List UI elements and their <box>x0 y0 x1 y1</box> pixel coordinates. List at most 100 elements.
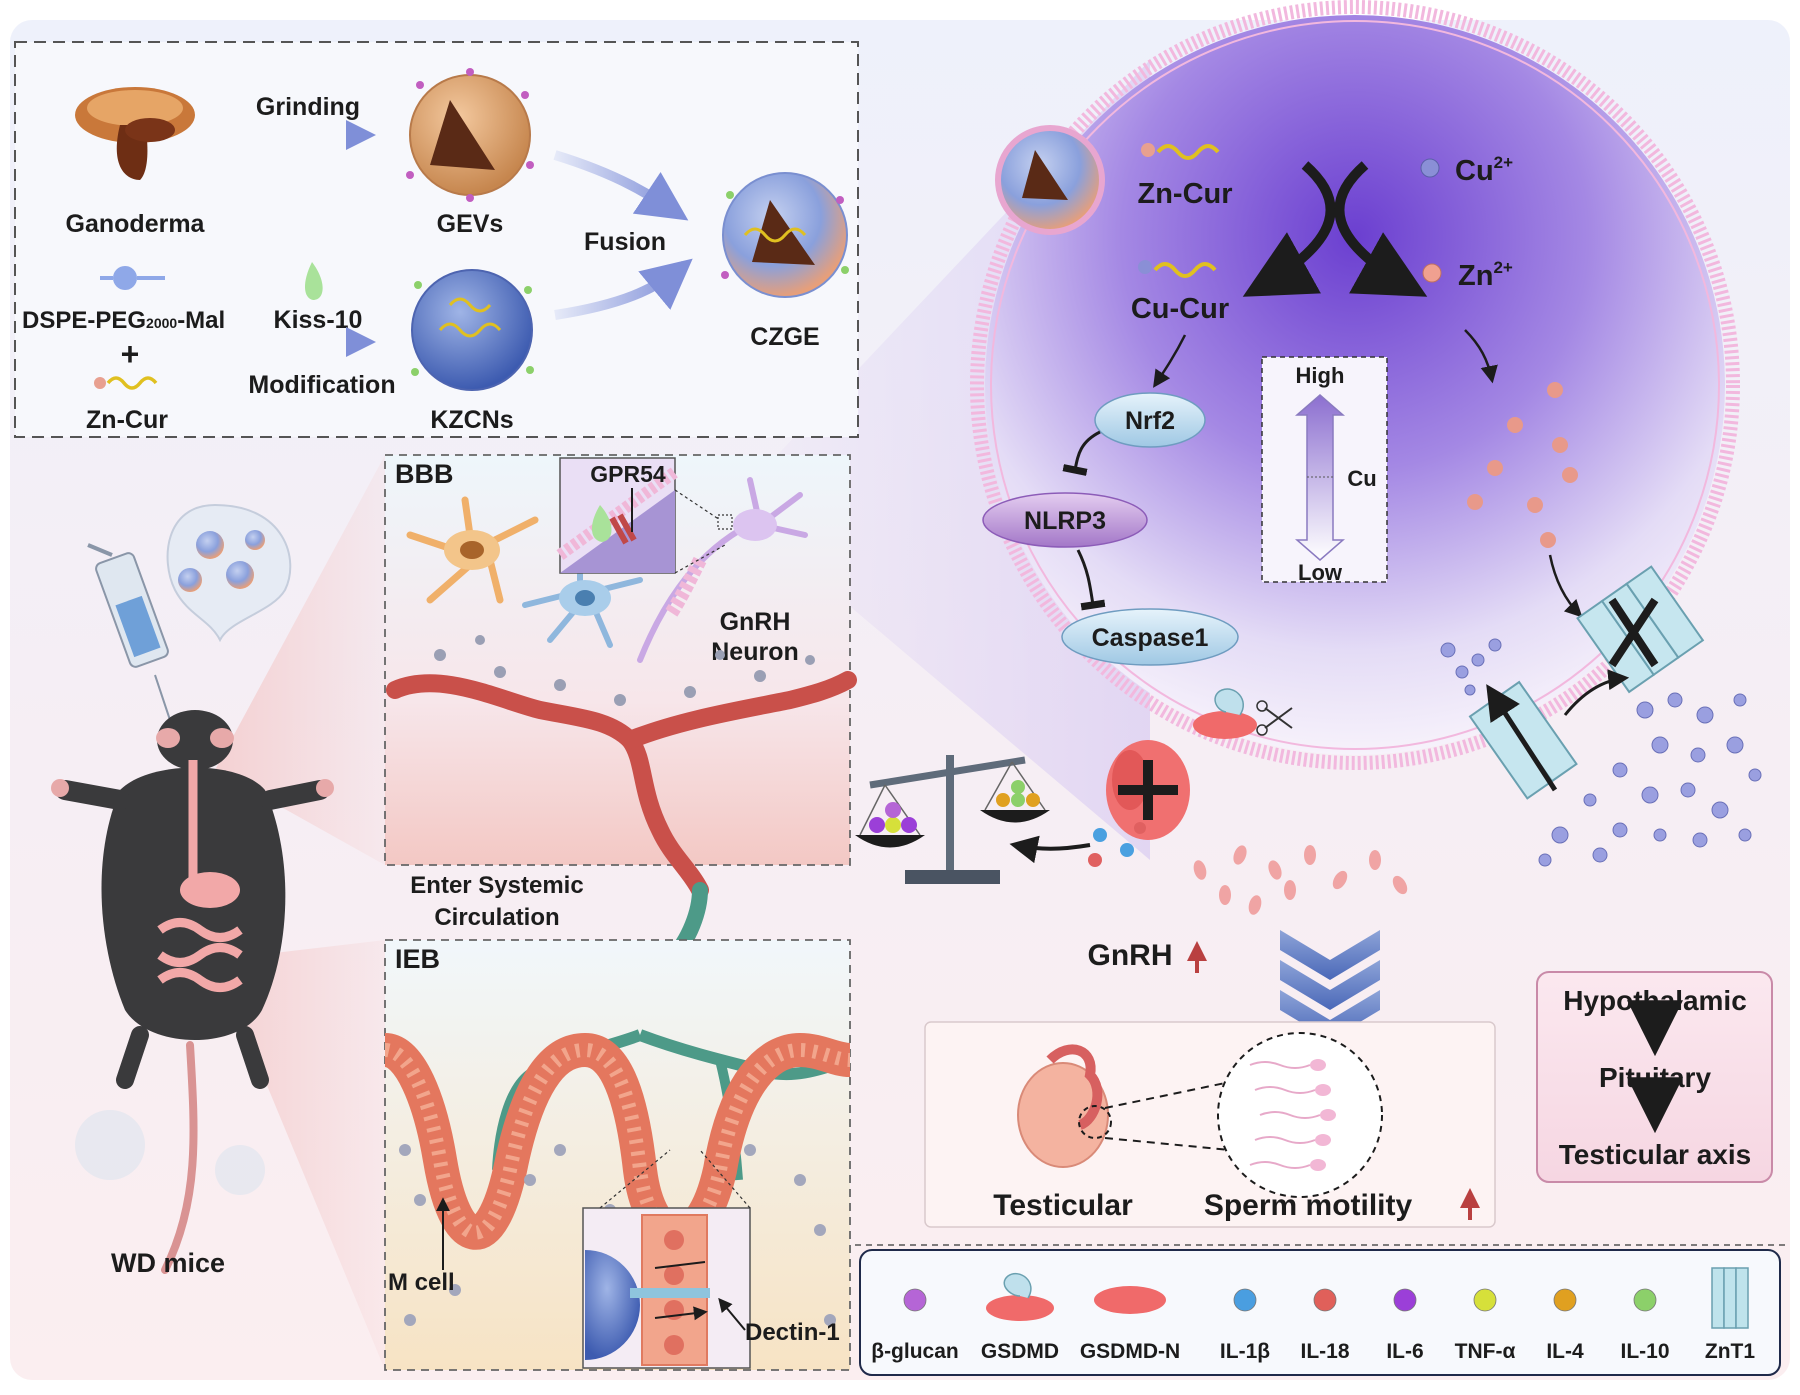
legend-item: IL-10 <box>1620 1288 1670 1363</box>
enter-circulation-label-2: Circulation <box>434 904 559 931</box>
gnrh-neuron-label-2: Neuron <box>711 638 799 666</box>
legend-item: TNF-α <box>1455 1288 1516 1363</box>
nrf2-node <box>1094 392 1206 448</box>
ieb-title: IEB <box>395 944 440 974</box>
ganoderma-icon <box>75 87 195 180</box>
legend-box: β-glucan GSDMD GSDMD-N IL-1β IL-18 IL-6 TNF-α I… <box>859 1249 1781 1376</box>
enter-circulation-label-1: Enter Systemic <box>410 872 583 899</box>
cytokine-balance-scale <box>855 755 1050 884</box>
kzcns-particle <box>411 269 534 391</box>
mouse-label: WD mice <box>111 1248 225 1278</box>
gevs-label: GEVs <box>437 210 504 238</box>
gnrh-neuron-label-1: GnRH <box>720 608 791 636</box>
kiss-label: Kiss-10 <box>274 306 363 334</box>
fusion-arrow-bottom <box>554 258 693 320</box>
caspase1-node <box>1061 608 1239 666</box>
grinding-label: Grinding <box>256 93 360 121</box>
czge-particle <box>721 172 849 298</box>
dectin-label: Dectin-1 <box>745 1319 840 1346</box>
legend-label: GSDMD-N <box>1080 1340 1180 1363</box>
axis-testicular-label: Testicular axis <box>1559 1139 1751 1170</box>
kzcns-label: KZCNs <box>430 406 513 434</box>
axis-hypothalamic-label: Hypothalamic <box>1563 985 1747 1016</box>
synthesis-panel: Ganoderma Grinding GEVs Fusion CZGE <box>14 41 859 438</box>
legend-label: IL-4 <box>1546 1340 1584 1363</box>
mouse-illustration <box>51 503 334 1274</box>
czge-label: CZGE <box>750 323 819 351</box>
dspe-lipid-icon <box>100 266 165 290</box>
il10-icon <box>1633 1288 1657 1312</box>
znt1-icon <box>1711 1267 1749 1329</box>
gevs-particle <box>406 68 534 202</box>
dspe-label: DSPE-PEG2000-Mal <box>22 307 225 334</box>
sperm-motility-label: Sperm motility <box>1204 1189 1413 1222</box>
bbb-zoom-cone <box>215 455 385 865</box>
nlrp3-node <box>982 492 1148 548</box>
gnrh-release-particles <box>1193 845 1408 915</box>
legend-label: IL-18 <box>1300 1340 1349 1363</box>
microglia-cell <box>522 537 643 648</box>
il1b-icon <box>1233 1288 1257 1312</box>
gnrh-neuron-cell <box>637 477 808 663</box>
legend-item: IL-4 <box>1546 1288 1584 1363</box>
nrf2-label: Nrf2 <box>1125 407 1175 435</box>
legend-item: IL-18 <box>1300 1288 1350 1363</box>
fusion-arrow-top <box>553 150 689 221</box>
cell-zn-cur-label: Zn-Cur <box>1137 178 1232 210</box>
il6-icon <box>1393 1288 1417 1312</box>
testicular-label: Testicular <box>993 1189 1133 1222</box>
legend-item: IL-6 <box>1386 1288 1424 1363</box>
legend-label: IL-6 <box>1386 1340 1423 1363</box>
gsdmd-pore <box>1106 740 1190 840</box>
legend-item: IL-1β <box>1220 1288 1270 1363</box>
kiss-peptide-icon <box>304 262 323 300</box>
gsdmd-n-icon <box>1094 1286 1166 1314</box>
gauge-low-label: Low <box>1298 560 1343 585</box>
gauge-high-label: High <box>1296 363 1345 388</box>
legend-item: ZnT1 <box>1705 1267 1755 1363</box>
plus-sign: + <box>121 336 140 372</box>
m-cell-label: M cell <box>388 1269 455 1296</box>
legend-label: IL-10 <box>1620 1340 1669 1363</box>
gpr54-inset <box>556 457 733 574</box>
il18-icon <box>1313 1288 1337 1312</box>
bbb-panel: BBB GnRH Neuron <box>384 454 857 899</box>
cu-cur-label: Cu-Cur <box>1131 293 1229 325</box>
gauge-cu-label: Cu <box>1347 466 1376 491</box>
legend-item: GSDMD-N <box>1080 1286 1180 1363</box>
legend-label: TNF-α <box>1455 1340 1516 1363</box>
legend-label: β-glucan <box>871 1340 959 1363</box>
beta-glucan-icon <box>903 1288 927 1312</box>
fusion-label: Fusion <box>584 228 666 256</box>
testicular-outcome-box: Testicular Sperm motility <box>924 1021 1496 1228</box>
cu-ion-label: Cu2+ <box>1455 153 1513 187</box>
axis-pituitary-label: Pituitary <box>1599 1062 1711 1093</box>
bbb-title: BBB <box>395 459 454 489</box>
legend-label: IL-1β <box>1220 1340 1270 1363</box>
hpt-axis-box: Hypothalamic Pituitary Testicular axis <box>1536 971 1773 1183</box>
gnrh-up-label: GnRH <box>1088 939 1173 972</box>
exchange-arrow-cu <box>1242 161 1336 297</box>
il4-icon <box>1553 1288 1577 1312</box>
caspase1-label: Caspase1 <box>1092 624 1209 652</box>
ieb-panel: IEB M cell Dectin-1 <box>382 939 852 1371</box>
legend-item: GSDMD <box>981 1273 1059 1363</box>
gpr54-label: GPR54 <box>590 461 666 487</box>
gsdmd-icon <box>986 1273 1054 1321</box>
nlrp3-label: NLRP3 <box>1024 507 1106 535</box>
modification-label: Modification <box>248 371 395 399</box>
ganoderma-label: Ganoderma <box>66 210 206 238</box>
astrocyte-cell <box>406 496 539 604</box>
exchange-arrow-zn <box>1334 161 1428 297</box>
syringe-icon <box>87 543 176 736</box>
gsdmd-cleavage <box>1193 688 1293 739</box>
tnfa-icon <box>1473 1288 1497 1312</box>
legend-label: ZnT1 <box>1705 1340 1755 1363</box>
legend-item: β-glucan <box>871 1288 959 1363</box>
dectin-inset <box>582 1149 751 1369</box>
zn-cur-label: Zn-Cur <box>86 406 168 434</box>
zn-ion-label: Zn2+ <box>1458 258 1513 292</box>
target-cell: Zn-Cur Cu2+ Zn2+ Cu-Cur Nrf2 NLRP3 Caspa… <box>970 0 1762 867</box>
